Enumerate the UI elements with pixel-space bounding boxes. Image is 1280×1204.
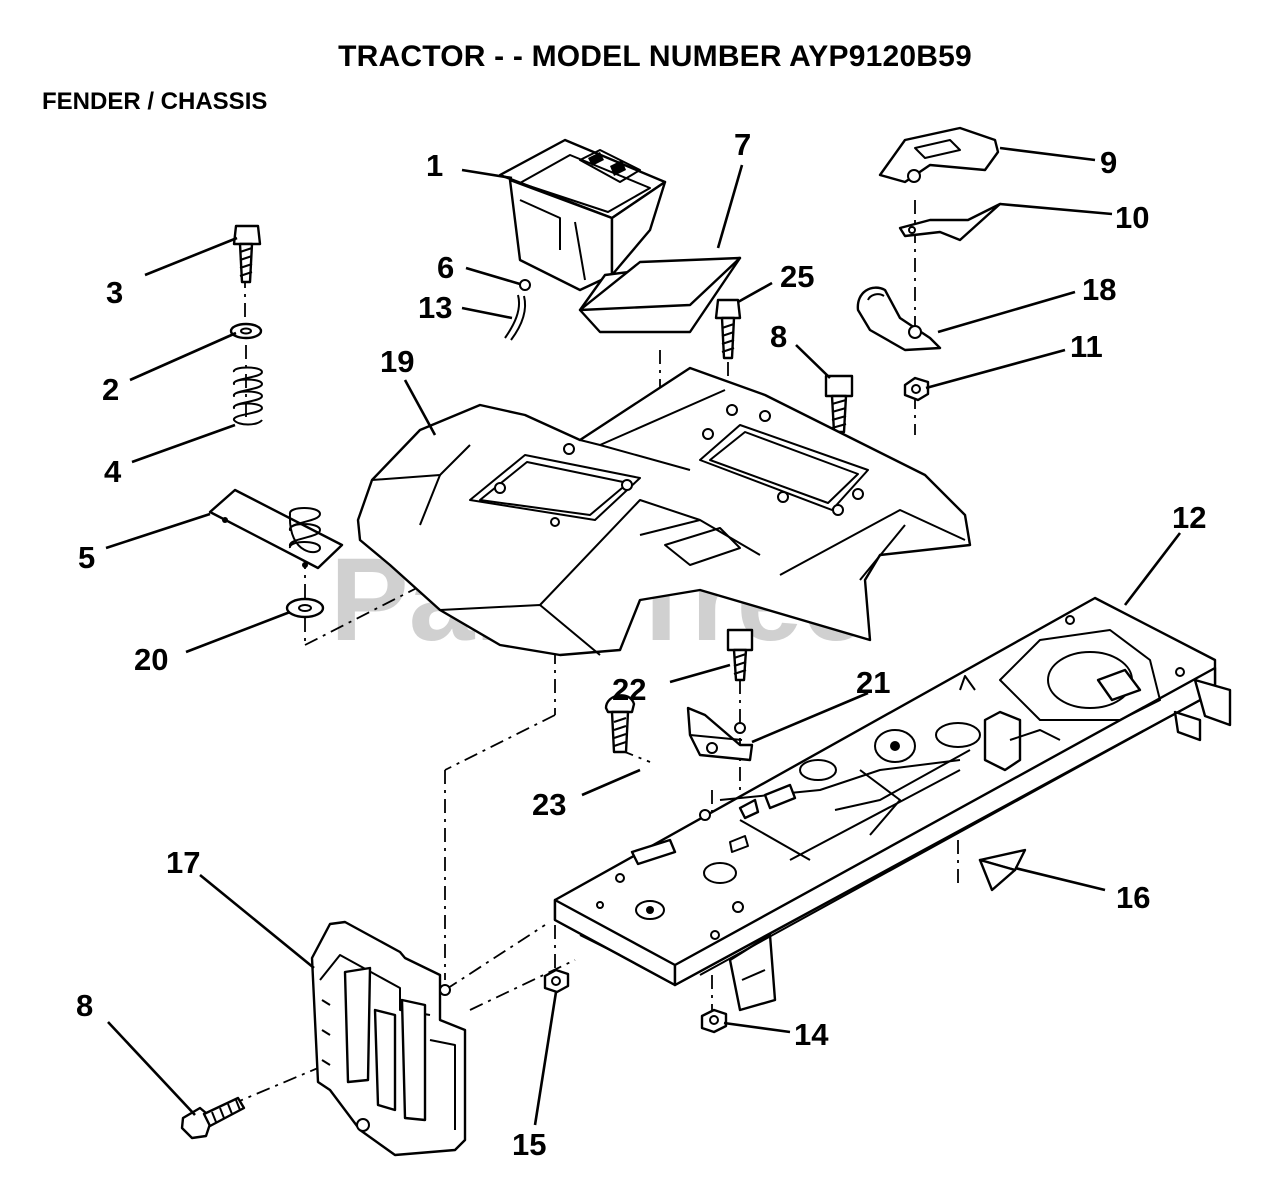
diagram-subtitle: FENDER / CHASSIS <box>42 88 268 115</box>
callout-13: 13 <box>418 290 452 325</box>
callout-labels: 1 2 3 4 5 6 7 8 8 9 10 11 12 13 14 15 16… <box>76 127 1206 1162</box>
callout-7: 7 <box>734 127 751 162</box>
leader-lines <box>105 146 1182 1126</box>
callout-14: 14 <box>794 1017 829 1052</box>
callout-25: 25 <box>780 259 814 294</box>
part-6-fitting <box>519 279 531 291</box>
callout-1: 1 <box>426 148 443 183</box>
part-21-bracket <box>686 706 754 762</box>
callout-16: 16 <box>1116 880 1150 915</box>
part-19-fender <box>356 366 972 657</box>
callout-2: 2 <box>102 372 119 407</box>
part-23-carriage-bolt <box>604 694 636 754</box>
part-1-tray <box>498 138 667 292</box>
callout-17: 17 <box>166 845 200 880</box>
callout-21: 21 <box>856 665 890 700</box>
diagram-title: TRACTOR - - MODEL NUMBER AYP9120B59 <box>338 40 972 73</box>
callout-5: 5 <box>78 540 95 575</box>
callout-18: 18 <box>1082 272 1116 307</box>
callout-20: 20 <box>134 642 168 677</box>
callout-19: 19 <box>380 344 414 379</box>
part-9-shift-plate <box>878 126 1000 184</box>
part-14-nut <box>700 1008 728 1034</box>
part-11-nut <box>903 376 930 402</box>
callout-11: 11 <box>1070 329 1103 364</box>
callout-8-upper: 8 <box>770 319 787 354</box>
part-13-hose <box>504 294 526 341</box>
callout-4: 4 <box>104 454 122 489</box>
part-16-arrow-decal <box>978 848 1027 892</box>
part-7-decal <box>578 256 742 334</box>
part-15-nut <box>543 968 570 994</box>
callout-23: 23 <box>532 787 566 822</box>
part-12-frame <box>553 596 1232 1012</box>
part-4-spring <box>233 366 263 426</box>
part-25-bolt <box>714 298 742 360</box>
part-10-gasket <box>898 202 1002 242</box>
part-8-bolt-lower <box>180 1096 246 1140</box>
part-18-bracket <box>856 286 942 352</box>
callout-6: 6 <box>437 250 454 285</box>
part-3-bolt <box>232 224 262 284</box>
part-20-washer <box>285 597 325 619</box>
part-22-bolt <box>726 628 754 682</box>
callout-10: 10 <box>1115 200 1149 235</box>
callout-9: 9 <box>1100 145 1117 180</box>
part-17-plate <box>310 920 467 1157</box>
callout-15: 15 <box>512 1127 546 1162</box>
callout-12: 12 <box>1172 500 1206 535</box>
part-2-washer <box>229 322 263 340</box>
part-5-spring-plate <box>208 488 344 570</box>
callout-3: 3 <box>106 275 123 310</box>
callout-8-lower: 8 <box>76 988 93 1023</box>
part-8-bolt-upper <box>824 374 854 434</box>
callout-22: 22 <box>612 672 646 707</box>
